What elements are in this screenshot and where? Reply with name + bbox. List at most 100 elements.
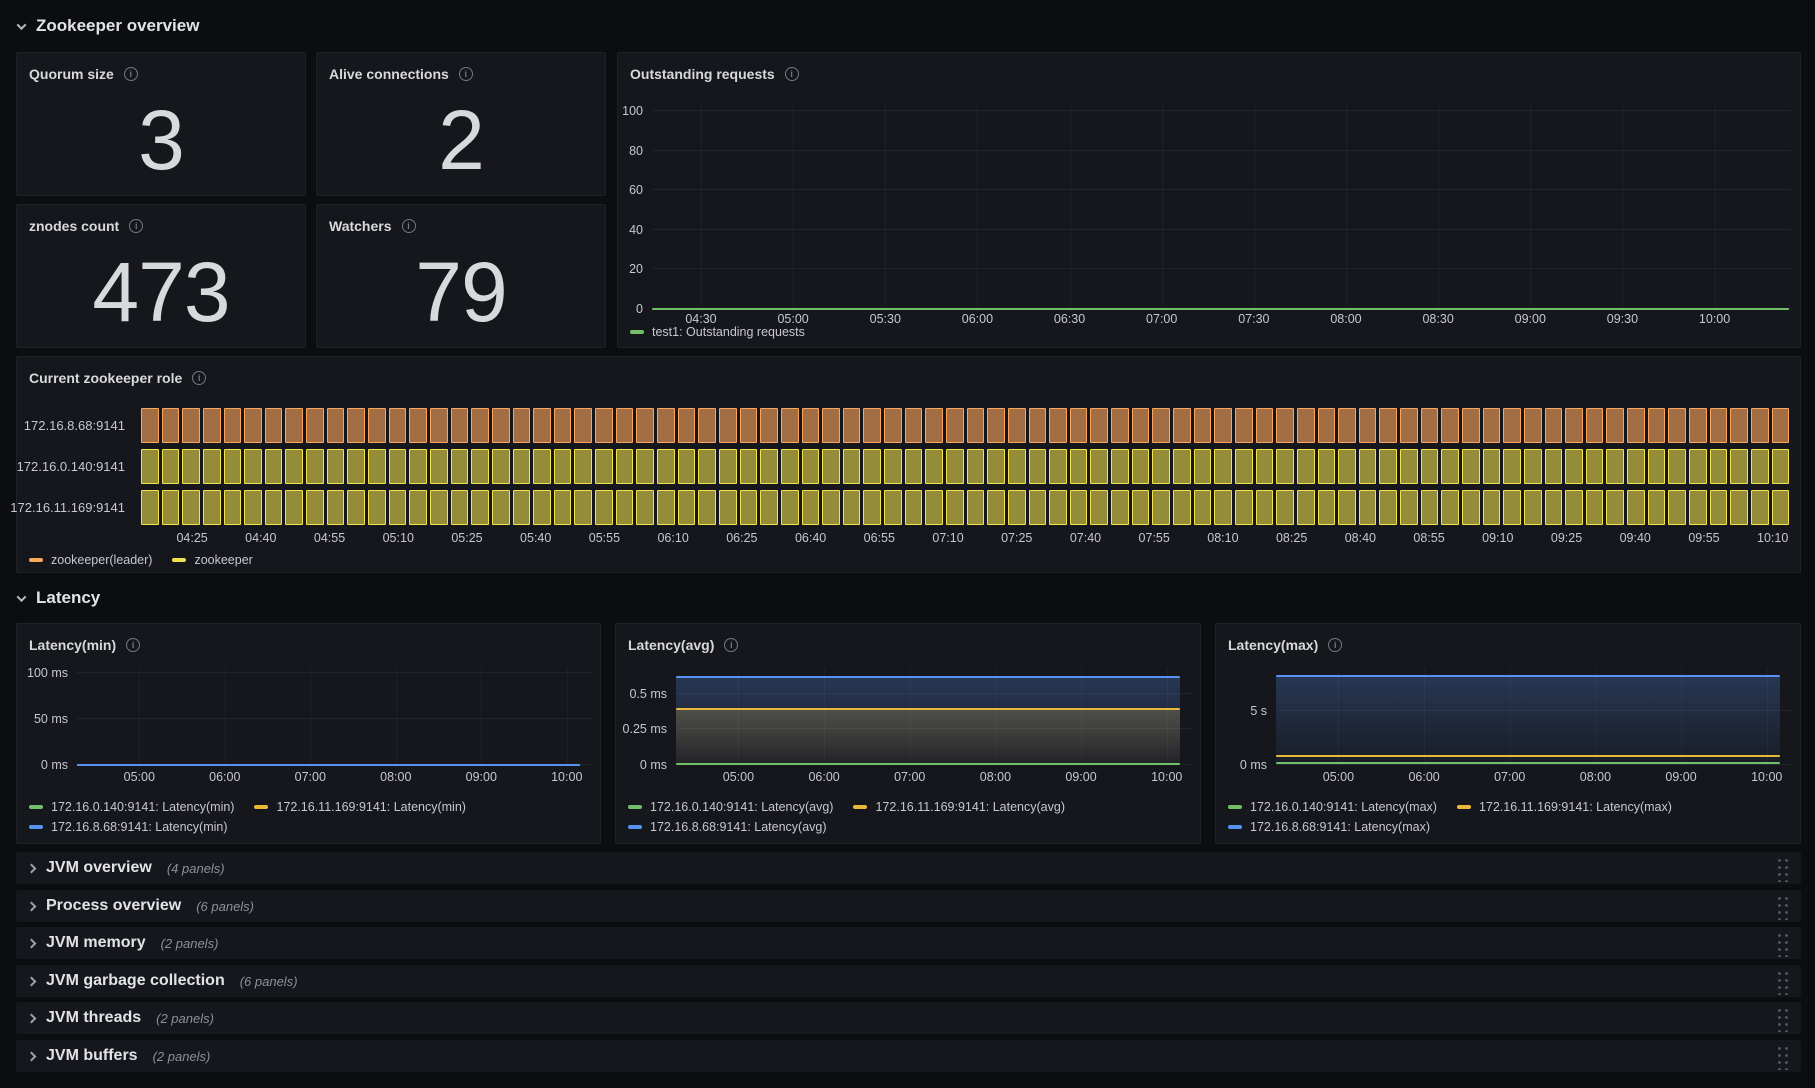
x-axis-tick-label: 06:00 xyxy=(1408,770,1440,784)
state-bar-zookeeper xyxy=(1276,490,1294,525)
state-bar-zookeeper xyxy=(141,490,159,525)
info-icon[interactable] xyxy=(724,637,739,652)
state-bar-zookeeper xyxy=(1420,490,1439,525)
legend-item[interactable]: zookeeper(leader) xyxy=(29,553,152,567)
state-bar-zookeeper xyxy=(1069,449,1088,484)
state-bar-zookeeper xyxy=(347,490,366,525)
legend-item[interactable]: 172.16.8.68:9141: Latency(avg) xyxy=(628,820,827,834)
panel-header[interactable]: Quorum size xyxy=(17,53,305,85)
legend-item[interactable]: 172.16.0.140:9141: Latency(avg) xyxy=(628,800,833,814)
legend-swatch xyxy=(628,805,642,809)
row-jvm-buffers[interactable]: JVM buffers(2 panels) xyxy=(16,1040,1801,1072)
state-bar-zookeeper-leader xyxy=(1462,408,1480,443)
row-header-zookeeper-overview[interactable]: Zookeeper overview xyxy=(16,16,199,36)
x-axis-tick-label: 05:55 xyxy=(588,531,621,545)
chevron-right-icon xyxy=(26,1013,37,1023)
panel-header[interactable]: Outstanding requests xyxy=(618,53,1800,85)
x-axis-tick-label: 08:00 xyxy=(1330,312,1362,326)
state-bar-zookeeper xyxy=(1007,490,1026,525)
row-jvm-memory[interactable]: JVM memory(2 panels) xyxy=(16,927,1801,959)
drag-handle-icon[interactable] xyxy=(1775,892,1789,920)
legend-label: 172.16.11.169:9141: Latency(max) xyxy=(1478,800,1672,814)
x-axis-tick-label: 05:10 xyxy=(382,531,414,545)
state-bar-zookeeper xyxy=(1441,449,1459,484)
panel-header[interactable]: Latency(min) xyxy=(17,624,600,656)
row-header-latency[interactable]: Latency xyxy=(16,588,100,608)
panel-header[interactable]: Watchers xyxy=(317,205,605,237)
state-bar-zookeeper-leader xyxy=(450,408,469,443)
state-bar-zookeeper xyxy=(1420,449,1439,484)
grid-line-vertical xyxy=(139,668,141,765)
info-icon[interactable] xyxy=(123,66,138,81)
state-bar-zookeeper-leader xyxy=(553,408,572,443)
info-icon[interactable] xyxy=(458,66,473,81)
legend-item[interactable]: 172.16.0.140:9141: Latency(max) xyxy=(1228,800,1437,814)
row-jvm-threads[interactable]: JVM threads(2 panels) xyxy=(16,1002,1801,1034)
state-bar-zookeeper-leader xyxy=(1709,408,1728,443)
state-bar-zookeeper xyxy=(429,449,448,484)
state-bar-zookeeper xyxy=(1585,490,1604,525)
state-bar-zookeeper xyxy=(306,490,324,525)
info-icon[interactable] xyxy=(129,218,144,233)
info-icon[interactable] xyxy=(192,370,207,385)
info-icon[interactable] xyxy=(126,637,141,652)
legend-item[interactable]: 172.16.11.169:9141: Latency(max) xyxy=(1456,800,1672,814)
grid-line-horizontal xyxy=(676,692,1192,694)
state-bar-zookeeper xyxy=(1090,490,1109,525)
state-bar-zookeeper-leader xyxy=(657,408,675,443)
state-bar-zookeeper xyxy=(1503,449,1521,484)
state-bar-zookeeper-leader xyxy=(698,408,716,443)
state-bar-zookeeper-leader xyxy=(677,408,696,443)
drag-handle-icon[interactable] xyxy=(1775,1004,1789,1032)
panel-header[interactable]: znodes count xyxy=(17,205,305,237)
state-bar-zookeeper xyxy=(368,490,386,525)
panel-header[interactable]: Latency(max) xyxy=(1216,624,1800,656)
panel-title: Quorum size xyxy=(29,65,114,82)
row-process-overview[interactable]: Process overview(6 panels) xyxy=(16,890,1801,922)
state-bar-zookeeper xyxy=(1028,490,1047,525)
row-jvm-garbage-collection[interactable]: JVM garbage collection(6 panels) xyxy=(16,965,1801,997)
state-bar-zookeeper xyxy=(1152,449,1171,484)
x-axis-tick-label: 08:25 xyxy=(1275,531,1308,545)
info-icon[interactable] xyxy=(401,218,416,233)
legend-item[interactable]: 172.16.8.68:9141: Latency(max) xyxy=(1228,820,1430,834)
grid-line-vertical xyxy=(1766,668,1768,765)
panel-header[interactable]: Alive connections xyxy=(317,53,605,85)
state-bar-zookeeper-leader xyxy=(1771,408,1790,443)
grid-line-vertical xyxy=(793,101,795,309)
panel-header[interactable]: Current zookeeper role xyxy=(17,357,1800,389)
state-bar-zookeeper xyxy=(1214,449,1232,484)
grid-line-vertical xyxy=(395,668,397,765)
y-axis-tick-label: 0 ms xyxy=(40,758,68,772)
chart-legend: zookeeper(leader) zookeeper xyxy=(29,550,253,570)
legend-item[interactable]: 172.16.11.169:9141: Latency(min) xyxy=(254,800,466,814)
state-bar-zookeeper xyxy=(1193,490,1212,525)
legend-item[interactable]: zookeeper xyxy=(172,553,253,567)
state-bar-zookeeper-leader xyxy=(801,408,820,443)
state-bar-zookeeper xyxy=(1400,449,1418,484)
x-axis-tick-label: 05:00 xyxy=(1322,770,1355,784)
state-bar-zookeeper xyxy=(698,490,716,525)
state-bar-zookeeper xyxy=(491,449,510,484)
state-bar-zookeeper xyxy=(718,449,737,484)
legend-item[interactable]: 172.16.0.140:9141: Latency(min) xyxy=(29,800,234,814)
drag-handle-icon[interactable] xyxy=(1775,1042,1789,1070)
info-icon[interactable] xyxy=(1328,637,1343,652)
state-bar-zookeeper-leader xyxy=(1049,408,1067,443)
drag-handle-icon[interactable] xyxy=(1775,854,1789,882)
state-bar-zookeeper xyxy=(1482,449,1501,484)
legend-item[interactable]: 172.16.11.169:9141: Latency(avg) xyxy=(853,800,1065,814)
state-bar-zookeeper-leader xyxy=(1400,408,1418,443)
grid-line-horizontal xyxy=(1276,764,1792,765)
legend-item[interactable]: 172.16.8.68:9141: Latency(min) xyxy=(29,820,228,834)
x-axis-tick-label: 09:30 xyxy=(1606,312,1639,326)
legend-item[interactable]: test1: Outstanding requests xyxy=(630,325,805,339)
info-icon[interactable] xyxy=(784,66,799,81)
row-jvm-overview[interactable]: JVM overview(4 panels) xyxy=(16,852,1801,884)
drag-handle-icon[interactable] xyxy=(1775,929,1789,957)
state-bar-zookeeper xyxy=(1544,490,1563,525)
state-bar-zookeeper xyxy=(450,449,469,484)
panel-header[interactable]: Latency(avg) xyxy=(616,624,1200,656)
drag-handle-icon[interactable] xyxy=(1775,967,1789,995)
